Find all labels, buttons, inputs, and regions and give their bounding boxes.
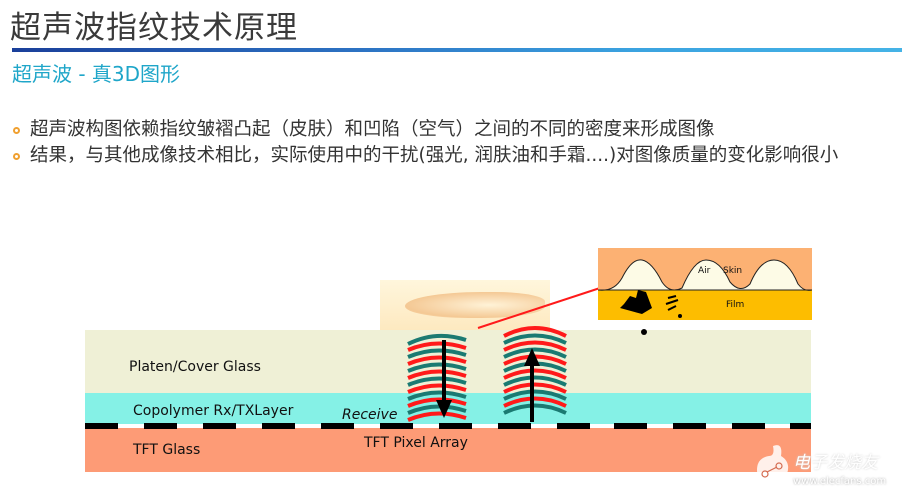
platen-layer (85, 330, 811, 393)
skin-label: Skin (723, 266, 743, 276)
slide-title: 超声波指纹技术原理 (10, 10, 298, 46)
platen-label: Platen/Cover Glass (129, 359, 261, 375)
bullet-dot-icon (13, 153, 20, 160)
copolymer-label: Copolymer Rx/TXLayer (133, 403, 294, 419)
bullet-dot-icon (13, 127, 20, 134)
ultrasonic-sensor-diagram: Platen/Cover Glass Copolymer Rx/TXLayer … (0, 240, 902, 496)
watermark-url: www.elecfans.com (793, 476, 887, 487)
air-label: Air (698, 266, 711, 276)
bullet-item: 结果，与其他成像技术相比，实际使用中的干扰(强光, 润肤油和手霜....)对图像… (12, 144, 892, 168)
fingerprint-ridge-icon (598, 259, 812, 318)
watermark-brand: 电子发烧友 (793, 453, 878, 473)
watermark: 电子发烧友 www.elecfans.com (755, 440, 902, 496)
slide-subtitle: 超声波 - 真3D图形 (12, 62, 181, 86)
bullet-item: 超声波构图依赖指纹皱褶凸起（皮肤）和凹陷（空气）之间的不同的密度来形成图像 (12, 118, 892, 142)
receive-label: Receive (342, 407, 398, 423)
tft-glass-label: TFT Glass (133, 442, 201, 458)
bullet-text: 结果，与其他成像技术相比，实际使用中的干扰(强光, 润肤油和手霜....)对图像… (30, 145, 839, 166)
elecfans-logo-icon (757, 445, 789, 485)
tft-glass-layer (85, 428, 811, 472)
title-divider (12, 48, 902, 52)
pixel-array-label: TFT Pixel Array (364, 435, 468, 451)
air-skin-film-inset: Air Skin Film (598, 248, 812, 320)
ultrasound-waves-icon (407, 287, 647, 422)
bullet-text: 超声波构图依赖指纹皱褶凸起（皮肤）和凹陷（空气）之间的不同的密度来形成图像 (30, 119, 715, 140)
bullet-list: 超声波构图依赖指纹皱褶凸起（皮肤）和凹陷（空气）之间的不同的密度来形成图像 结果… (12, 118, 892, 170)
film-label: Film (726, 300, 745, 310)
